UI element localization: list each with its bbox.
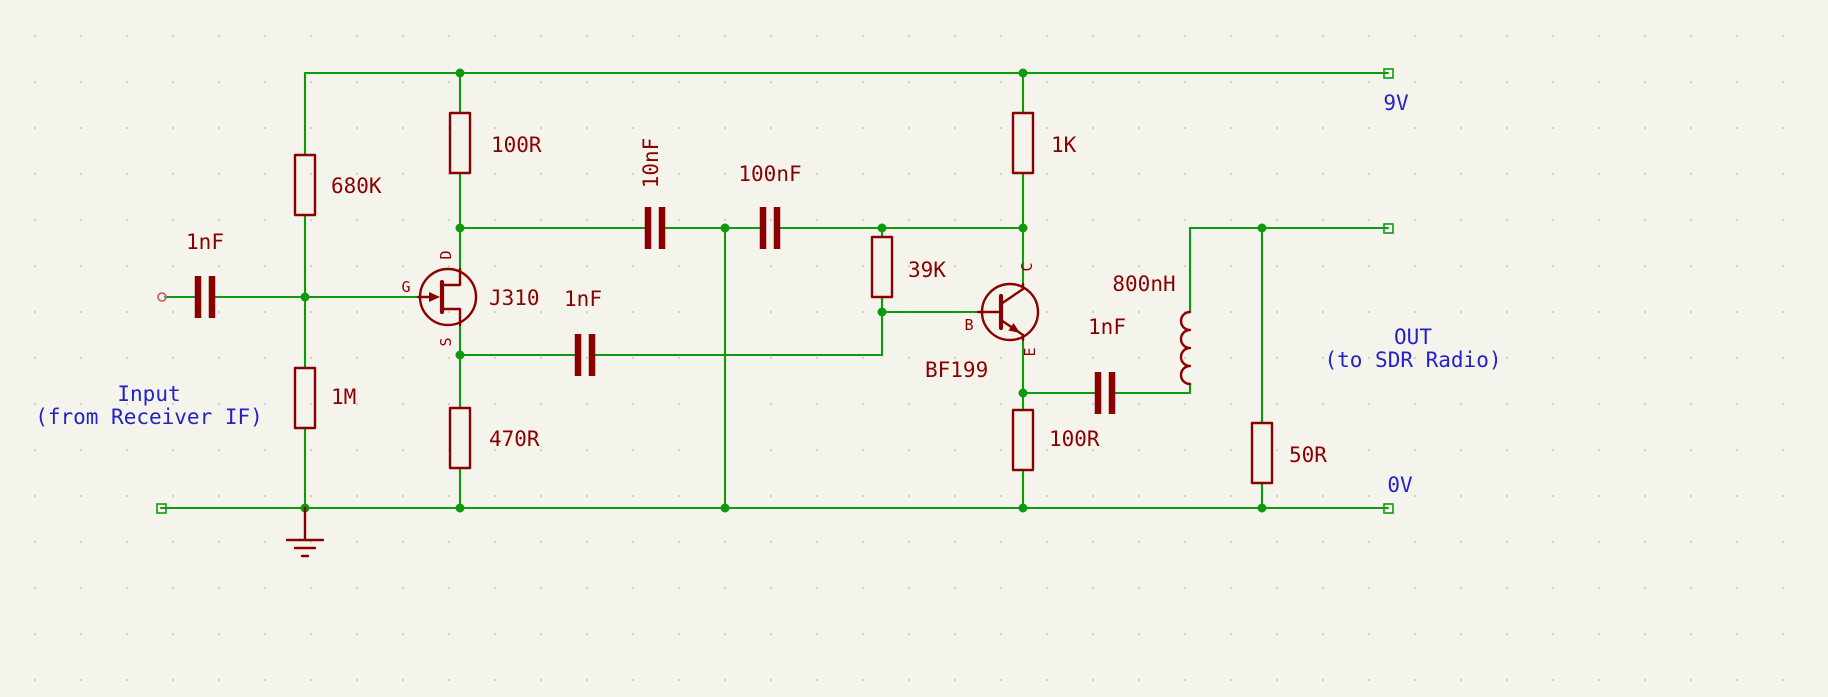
pin-label-gate: G (401, 278, 410, 296)
resistor-1m[interactable]: 1M (293, 366, 356, 430)
net-labels: 9V 0V Input (from Receiver IF) OUT (to S… (35, 91, 1501, 497)
pin-label-drain: D (437, 250, 455, 259)
resistor-50r[interactable]: 50R (1250, 421, 1327, 485)
resistor-body (1011, 408, 1035, 472)
inductor-800nh[interactable]: 800nH (1112, 272, 1192, 386)
resistor-1k[interactable]: 1K (1011, 111, 1077, 175)
junction-dot (455, 223, 465, 233)
junction-dot (300, 292, 310, 302)
junction-dot (1018, 68, 1028, 78)
wires (159, 71, 1390, 510)
terminal-input (157, 292, 167, 302)
capacitor-value[interactable]: 1nF (186, 230, 224, 254)
resistor-100r-emitter[interactable]: 100R (1011, 408, 1100, 472)
pin-label-emitter: E (1021, 347, 1039, 356)
resistor-body (293, 153, 317, 217)
resistor-100r-drain[interactable]: 100R (448, 111, 542, 175)
junction-dot (455, 503, 465, 513)
junction-dot (1018, 503, 1028, 513)
resistor-value[interactable]: 470R (489, 427, 540, 451)
label-input-line2[interactable]: (from Receiver IF) (35, 405, 263, 429)
resistor-value[interactable]: 100R (491, 133, 542, 157)
pin-label-source: S (437, 337, 455, 346)
label-out-line1[interactable]: OUT (1394, 325, 1432, 349)
jfet-j310[interactable]: D G S J310 (401, 250, 539, 346)
junction-dot (877, 307, 887, 317)
npn-bf199[interactable]: C B E BF199 (925, 262, 1040, 382)
terminal-0v-left (156, 503, 167, 514)
capacitor-value[interactable]: 1nF (564, 287, 602, 311)
junction-dot (877, 223, 887, 233)
resistor-value[interactable]: 1K (1051, 133, 1077, 157)
capacitor-10nf[interactable]: 10nF (639, 138, 666, 249)
terminal-out (1383, 223, 1394, 234)
resistor-body (448, 406, 472, 470)
junction-dot (1257, 223, 1267, 233)
resistor-value[interactable]: 680K (331, 174, 382, 198)
capacitor-output[interactable]: 1nF (1088, 315, 1126, 414)
resistor-470r[interactable]: 470R (448, 406, 540, 470)
ground-symbol[interactable] (285, 506, 325, 558)
resistor-body (1011, 111, 1035, 175)
npn-emitter-arrow (1008, 323, 1020, 333)
capacitor-value[interactable]: 1nF (1088, 315, 1126, 339)
capacitor-input[interactable]: 1nF (186, 230, 224, 318)
inductor-coil (1179, 310, 1192, 386)
npn-collector-pin (999, 282, 1025, 306)
resistor-body (448, 111, 472, 175)
capacitor-value[interactable]: 100nF (738, 162, 801, 186)
capacitor-value[interactable]: 10nF (639, 138, 663, 189)
label-0v[interactable]: 0V (1387, 473, 1413, 497)
junction-dot (1257, 503, 1267, 513)
inductor-value[interactable]: 800nH (1112, 272, 1175, 296)
label-input-line1[interactable]: Input (117, 382, 180, 406)
resistor-value[interactable]: 39K (908, 258, 946, 282)
terminals (156, 68, 1394, 514)
pin-label-base: B (964, 316, 973, 334)
transistor-value[interactable]: BF199 (925, 358, 988, 382)
label-out-line2[interactable]: (to SDR Radio) (1324, 348, 1501, 372)
resistor-body (870, 235, 894, 299)
npn-emitter-pin (999, 318, 1025, 342)
resistor-value[interactable]: 50R (1289, 443, 1327, 467)
resistor-39k[interactable]: 39K (870, 235, 946, 299)
resistor-body (293, 366, 317, 430)
junctions (300, 68, 1267, 513)
jfet-drain-pin (440, 267, 462, 287)
junction-dot (720, 503, 730, 513)
junction-dot (720, 223, 730, 233)
label-9v[interactable]: 9V (1383, 91, 1409, 115)
junction-dot (1018, 388, 1028, 398)
capacitor-bypass[interactable]: 1nF (564, 287, 602, 376)
resistor-value[interactable]: 1M (331, 385, 356, 409)
transistor-value[interactable]: J310 (489, 286, 540, 310)
resistor-body (1250, 421, 1274, 485)
resistor-680k[interactable]: 680K (293, 153, 382, 217)
resistor-value[interactable]: 100R (1049, 427, 1100, 451)
jfet-gate-arrow (429, 292, 440, 302)
junction-dot (455, 68, 465, 78)
terminal-9v (1383, 68, 1394, 79)
junction-dot (1018, 223, 1028, 233)
terminal-0v-right (1383, 503, 1394, 514)
capacitor-100nf[interactable]: 100nF (738, 162, 802, 249)
junction-dot (455, 350, 465, 360)
pin-label-collector: C (1018, 262, 1036, 271)
jfet-source-pin (440, 307, 462, 327)
